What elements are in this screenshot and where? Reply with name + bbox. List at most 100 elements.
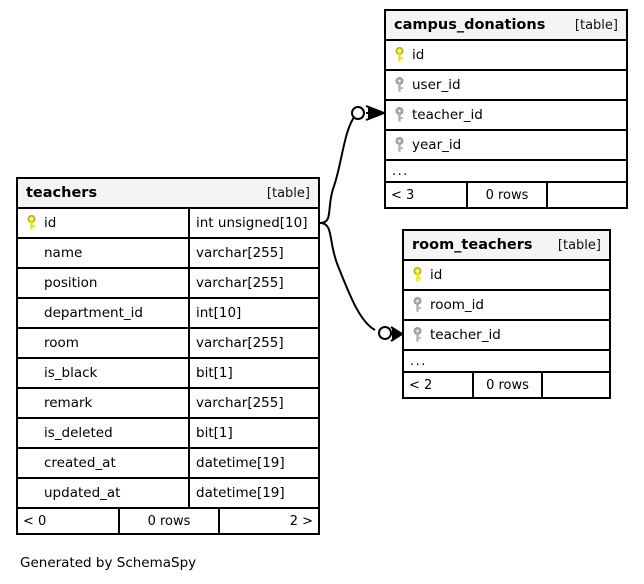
footer-parents-count[interactable]: < 3 xyxy=(391,187,415,203)
cardinality-zero-marker xyxy=(378,326,392,340)
foreign-key-icon xyxy=(392,137,406,153)
table-header-room_teachers: room_teachers [table] xyxy=(404,231,609,261)
column-name: room_id xyxy=(430,297,484,313)
column-type: int unsigned[10] xyxy=(188,209,318,237)
foreign-key-icon xyxy=(410,297,424,313)
column-row[interactable]: created_at datetime[19] xyxy=(18,449,318,479)
relationship-teachers-campus-donations xyxy=(319,105,385,224)
column-type: varchar[255] xyxy=(188,269,318,297)
more-columns-indicator: ... xyxy=(386,161,626,183)
table-room-teachers[interactable]: room_teachers [table] id room_id teacher_id.… xyxy=(402,229,611,399)
crows-foot-marker xyxy=(390,326,403,342)
column-type: bit[1] xyxy=(188,359,318,387)
column-name: is_deleted xyxy=(44,425,113,441)
column-name-cell: room_id xyxy=(404,291,609,319)
column-type: datetime[19] xyxy=(188,479,318,507)
column-name: is_black xyxy=(44,365,98,381)
column-name-cell: updated_at xyxy=(18,479,188,507)
column-name: teacher_id xyxy=(430,327,501,343)
column-type: varchar[255] xyxy=(188,389,318,417)
generated-by-caption: Generated by SchemaSpy xyxy=(20,555,197,571)
column-name-cell: room xyxy=(18,329,188,357)
column-name-cell: name xyxy=(18,239,188,267)
primary-key-icon xyxy=(410,267,424,283)
footer-children-count[interactable] xyxy=(540,373,609,397)
column-name: department_id xyxy=(44,305,143,321)
column-row[interactable]: id xyxy=(404,261,609,291)
column-row[interactable]: id int unsigned[10] xyxy=(18,209,318,239)
column-name-cell: is_deleted xyxy=(18,419,188,447)
table-header-teachers: teachers [table] xyxy=(18,179,318,209)
column-name-cell: department_id xyxy=(18,299,188,327)
column-name: id xyxy=(412,47,425,63)
column-row[interactable]: remark varchar[255] xyxy=(18,389,318,419)
column-name: position xyxy=(44,275,98,291)
column-name-cell: year_id xyxy=(386,131,626,159)
table-title: campus_donations xyxy=(394,17,546,33)
footer-parents-count[interactable]: < 2 xyxy=(409,377,433,393)
table-kind-label: [table] xyxy=(266,185,310,201)
footer-parents-count[interactable]: < 0 xyxy=(23,513,47,529)
column-name-cell: id xyxy=(404,261,609,289)
column-name: room xyxy=(44,335,79,351)
cardinality-zero-marker xyxy=(351,106,365,120)
column-row[interactable]: updated_at datetime[19] xyxy=(18,479,318,509)
column-name: teacher_id xyxy=(412,107,483,123)
foreign-key-icon xyxy=(392,107,406,123)
crows-foot-marker xyxy=(365,105,385,121)
footer-children-count[interactable]: 2 > xyxy=(218,509,318,533)
table-footer-campus_donations: < 3 0 rows xyxy=(386,183,626,207)
column-name: name xyxy=(44,245,83,261)
column-type: varchar[255] xyxy=(188,239,318,267)
column-row[interactable]: user_id xyxy=(386,71,626,101)
column-name: updated_at xyxy=(44,485,121,501)
column-name: id xyxy=(430,267,443,283)
footer-row-count: 0 rows xyxy=(118,509,218,533)
table-title: room_teachers xyxy=(412,237,533,253)
column-name-cell: is_black xyxy=(18,359,188,387)
column-row[interactable]: room_id xyxy=(404,291,609,321)
table-title: teachers xyxy=(26,185,98,201)
table-kind-label: [table] xyxy=(557,237,601,253)
column-row[interactable]: teacher_id xyxy=(404,321,609,351)
column-row[interactable]: teacher_id xyxy=(386,101,626,131)
primary-key-icon xyxy=(392,47,406,63)
table-kind-label: [table] xyxy=(574,17,618,33)
column-name: id xyxy=(44,215,57,231)
table-header-campus_donations: campus_donations [table] xyxy=(386,11,626,41)
column-name: remark xyxy=(44,395,93,411)
column-name: created_at xyxy=(44,455,116,471)
column-name-cell: id xyxy=(386,41,626,69)
foreign-key-icon xyxy=(392,77,406,93)
relationship-teachers-room-teachers xyxy=(319,222,403,342)
column-row[interactable]: is_black bit[1] xyxy=(18,359,318,389)
column-row[interactable]: id xyxy=(386,41,626,71)
column-name-cell: position xyxy=(18,269,188,297)
column-name-cell: teacher_id xyxy=(386,101,626,129)
column-name: year_id xyxy=(412,137,462,153)
foreign-key-icon xyxy=(410,327,424,343)
primary-key-icon xyxy=(24,215,38,231)
table-campus-donations[interactable]: campus_donations [table] id user_id teacher_… xyxy=(384,9,628,209)
column-name-cell: id xyxy=(18,209,188,237)
footer-children-count[interactable] xyxy=(546,183,626,207)
footer-row-count: 0 rows xyxy=(466,183,546,207)
column-name-cell: created_at xyxy=(18,449,188,477)
column-name-cell: remark xyxy=(18,389,188,417)
column-type: int[10] xyxy=(188,299,318,327)
column-name: user_id xyxy=(412,77,461,93)
column-row[interactable]: position varchar[255] xyxy=(18,269,318,299)
column-type: datetime[19] xyxy=(188,449,318,477)
column-row[interactable]: name varchar[255] xyxy=(18,239,318,269)
more-columns-indicator: ... xyxy=(404,351,609,373)
column-row[interactable]: year_id xyxy=(386,131,626,161)
footer-row-count: 0 rows xyxy=(472,373,540,397)
table-footer-room_teachers: < 2 0 rows xyxy=(404,373,609,397)
table-teachers[interactable]: teachers [table] id int unsigned[10] name var… xyxy=(16,177,320,535)
column-row[interactable]: department_id int[10] xyxy=(18,299,318,329)
column-name-cell: teacher_id xyxy=(404,321,609,349)
